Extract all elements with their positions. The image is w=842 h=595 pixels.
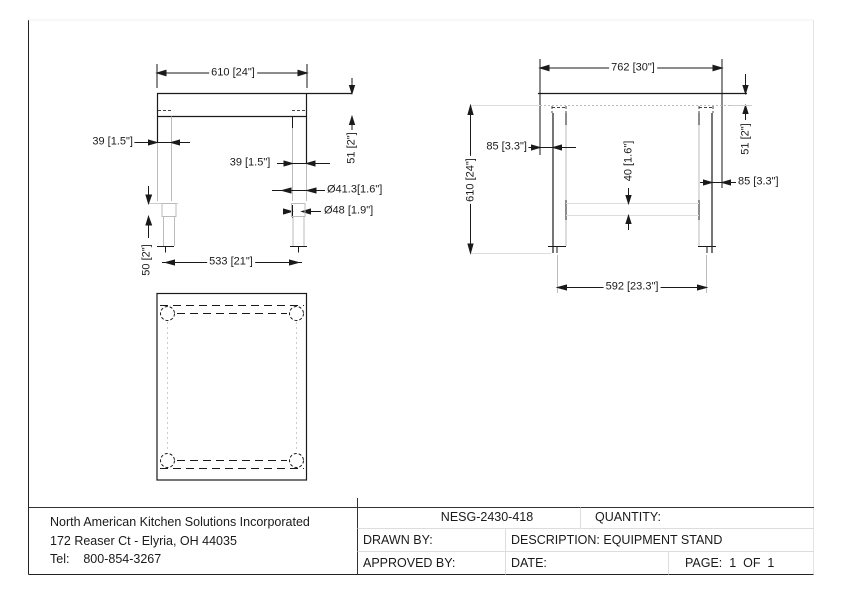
fv-leg-left-dim: 39 [1.5"] — [91, 135, 134, 148]
drawn-by-label: DRAWN BY: — [363, 532, 433, 547]
page-label: PAGE: 1 OF 1 — [685, 555, 775, 570]
sv-height-dim: 610 [24"] — [464, 156, 477, 204]
sv-top-width-dim: 762 [30"] — [609, 61, 657, 74]
fv-foot-height-dim: 50 [2"] — [140, 242, 153, 278]
sv-leg-span-dim: 592 [23.3"] — [603, 280, 661, 293]
fv-tube-diameter-dim: Ø41.3[1.6"] — [326, 183, 384, 196]
fv-leg-right-dim: 39 [1.5"] — [227, 156, 273, 169]
quantity-label: QUANTITY: — [595, 509, 661, 524]
company-address: 172 Reaser Ct - Elyria, OH 44035 — [50, 533, 237, 548]
description-text: DESCRIPTION: EQUIPMENT STAND — [511, 532, 723, 547]
side-view-lines — [467, 59, 752, 293]
plan-view-lines — [156, 292, 308, 481]
model-number: NESG-2430-418 — [440, 509, 534, 524]
sv-top-thickness-dim: 51 [2"] — [739, 121, 752, 157]
sv-overhang-left-dim: 85 [3.3"] — [485, 140, 528, 153]
company-name: North American Kitchen Solutions Incorpo… — [50, 514, 310, 529]
sv-rail-height-dim: 40 [1.6"] — [622, 138, 635, 184]
date-label: DATE: — [511, 555, 547, 570]
page-border — [28, 19, 814, 575]
fv-foot-diameter-dim: Ø48 [1.9"] — [323, 204, 375, 217]
sv-overhang-right-dim: 85 [3.3"] — [737, 175, 780, 188]
fv-leg-span-dim: 533 [21"] — [207, 255, 255, 268]
approved-by-label: APPROVED BY: — [363, 555, 456, 570]
title-block-lines — [28, 498, 814, 575]
fv-top-width-dim: 610 [24"] — [209, 66, 257, 79]
company-phone: Tel: 800-854-3267 — [50, 551, 162, 566]
fv-top-thickness-dim: 51 [2"] — [345, 130, 358, 166]
